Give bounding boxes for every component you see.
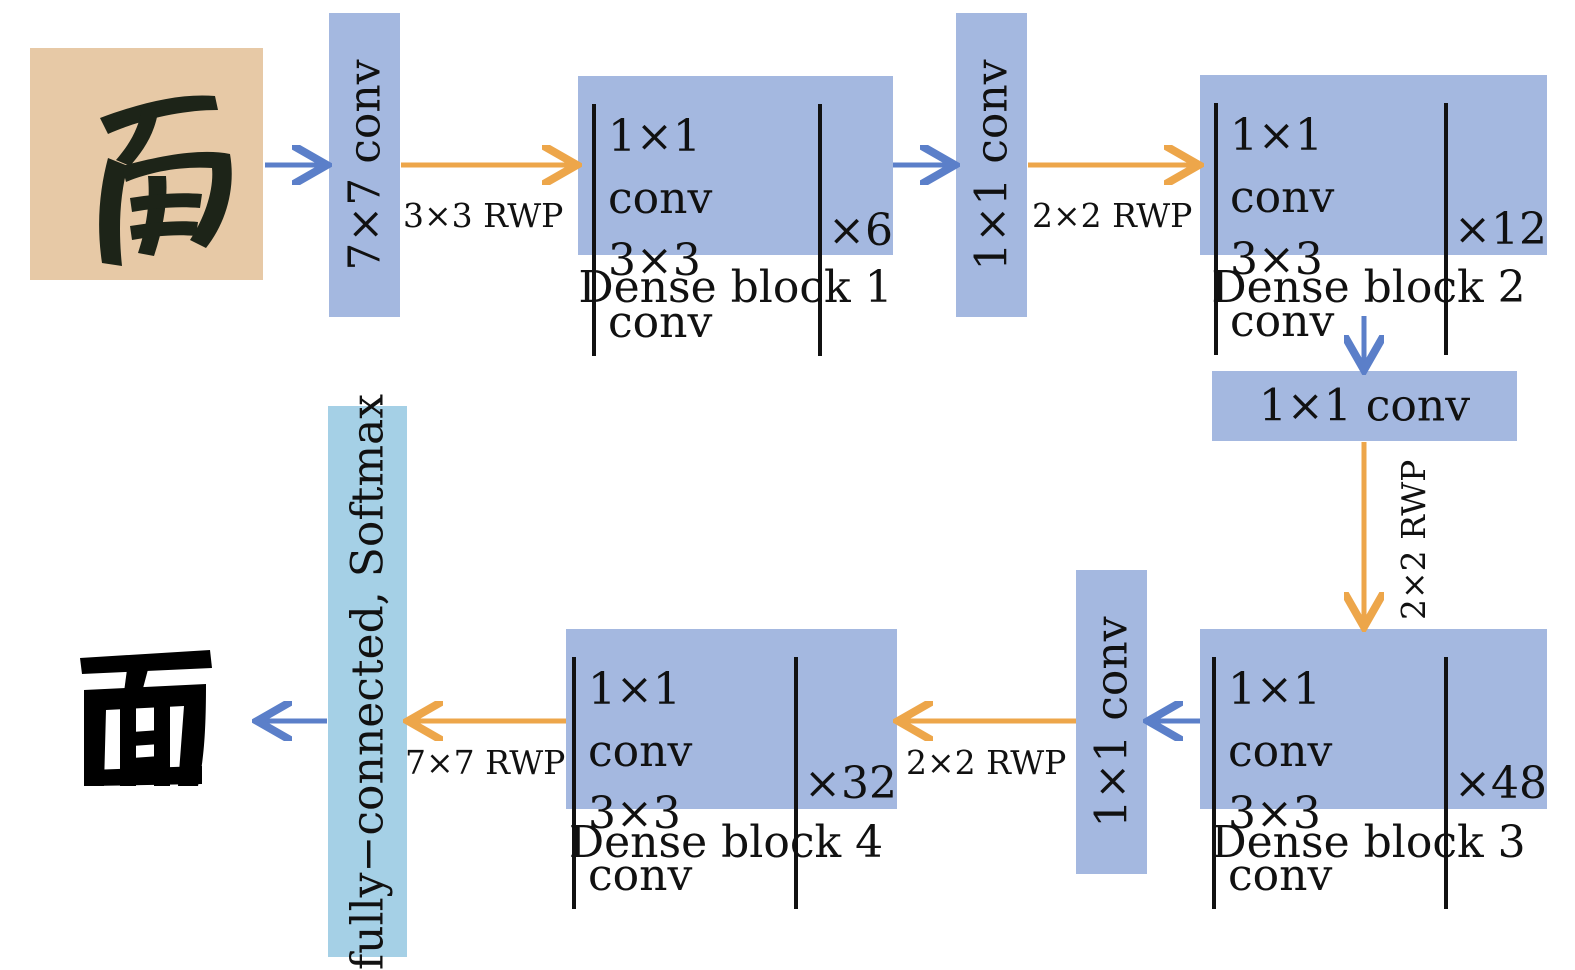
transition-2-label: 1×1 conv — [1258, 380, 1471, 432]
pool-label-5: 7×7 RWP — [405, 743, 566, 782]
dense-block-4-line2: 3×3 conv — [588, 788, 693, 901]
dense-block-1-line1: 1×1 conv — [608, 111, 713, 224]
classifier-layer: fully−connected, Softmax — [328, 393, 407, 970]
dense-block-2-line1: 1×1 conv — [1230, 110, 1335, 223]
printed-character-mian-icon — [80, 650, 212, 786]
dense-block-2-line2: 3×3 conv — [1230, 234, 1335, 347]
dense-block-2-caption: Dense block 2 — [1211, 262, 1526, 313]
dense-block-4-repeat: ×32 — [804, 757, 897, 809]
input-character-image — [30, 48, 263, 280]
transition-1-conv: 1×1 conv — [956, 13, 1027, 317]
pool-label-2: 2×2 RWP — [1032, 196, 1193, 235]
dense-block-3: 1×1 conv 3×3 conv ×48 — [1200, 629, 1547, 909]
dense-block-3-caption: Dense block 3 — [1211, 817, 1526, 868]
dense-block-3-line1: 1×1 conv — [1228, 664, 1333, 777]
transition-3-conv: 1×1 conv — [1076, 570, 1147, 874]
dense-block-3-repeat: ×48 — [1454, 757, 1547, 809]
conv7-layer: 7×7 conv — [329, 13, 400, 317]
dense-block-4-caption: Dense block 4 — [568, 817, 884, 868]
output-character — [70, 640, 220, 790]
transition-2-conv: 1×1 conv — [1212, 371, 1517, 441]
dense-block-1-line2: 3×3 conv — [608, 235, 713, 348]
dense-block-1-repeat: ×6 — [828, 204, 893, 256]
dense-block-4: 1×1 conv 3×3 conv ×32 — [566, 629, 897, 909]
dense-block-1: 1×1 conv 3×3 conv ×6 — [578, 76, 893, 356]
dense-block-4-line1: 1×1 conv — [588, 664, 693, 777]
dense-block-1-caption: Dense block 1 — [578, 262, 893, 313]
dense-block-3-line2: 3×3 conv — [1228, 788, 1333, 901]
pool-label-4: 2×2 RWP — [906, 743, 1067, 782]
dense-block-2: 1×1 conv 3×3 conv ×12 — [1200, 75, 1547, 355]
dense-block-2-repeat: ×12 — [1454, 203, 1547, 255]
calligraphy-character-mian-icon — [99, 95, 232, 266]
pool-label-1: 3×3 RWP — [403, 196, 564, 235]
